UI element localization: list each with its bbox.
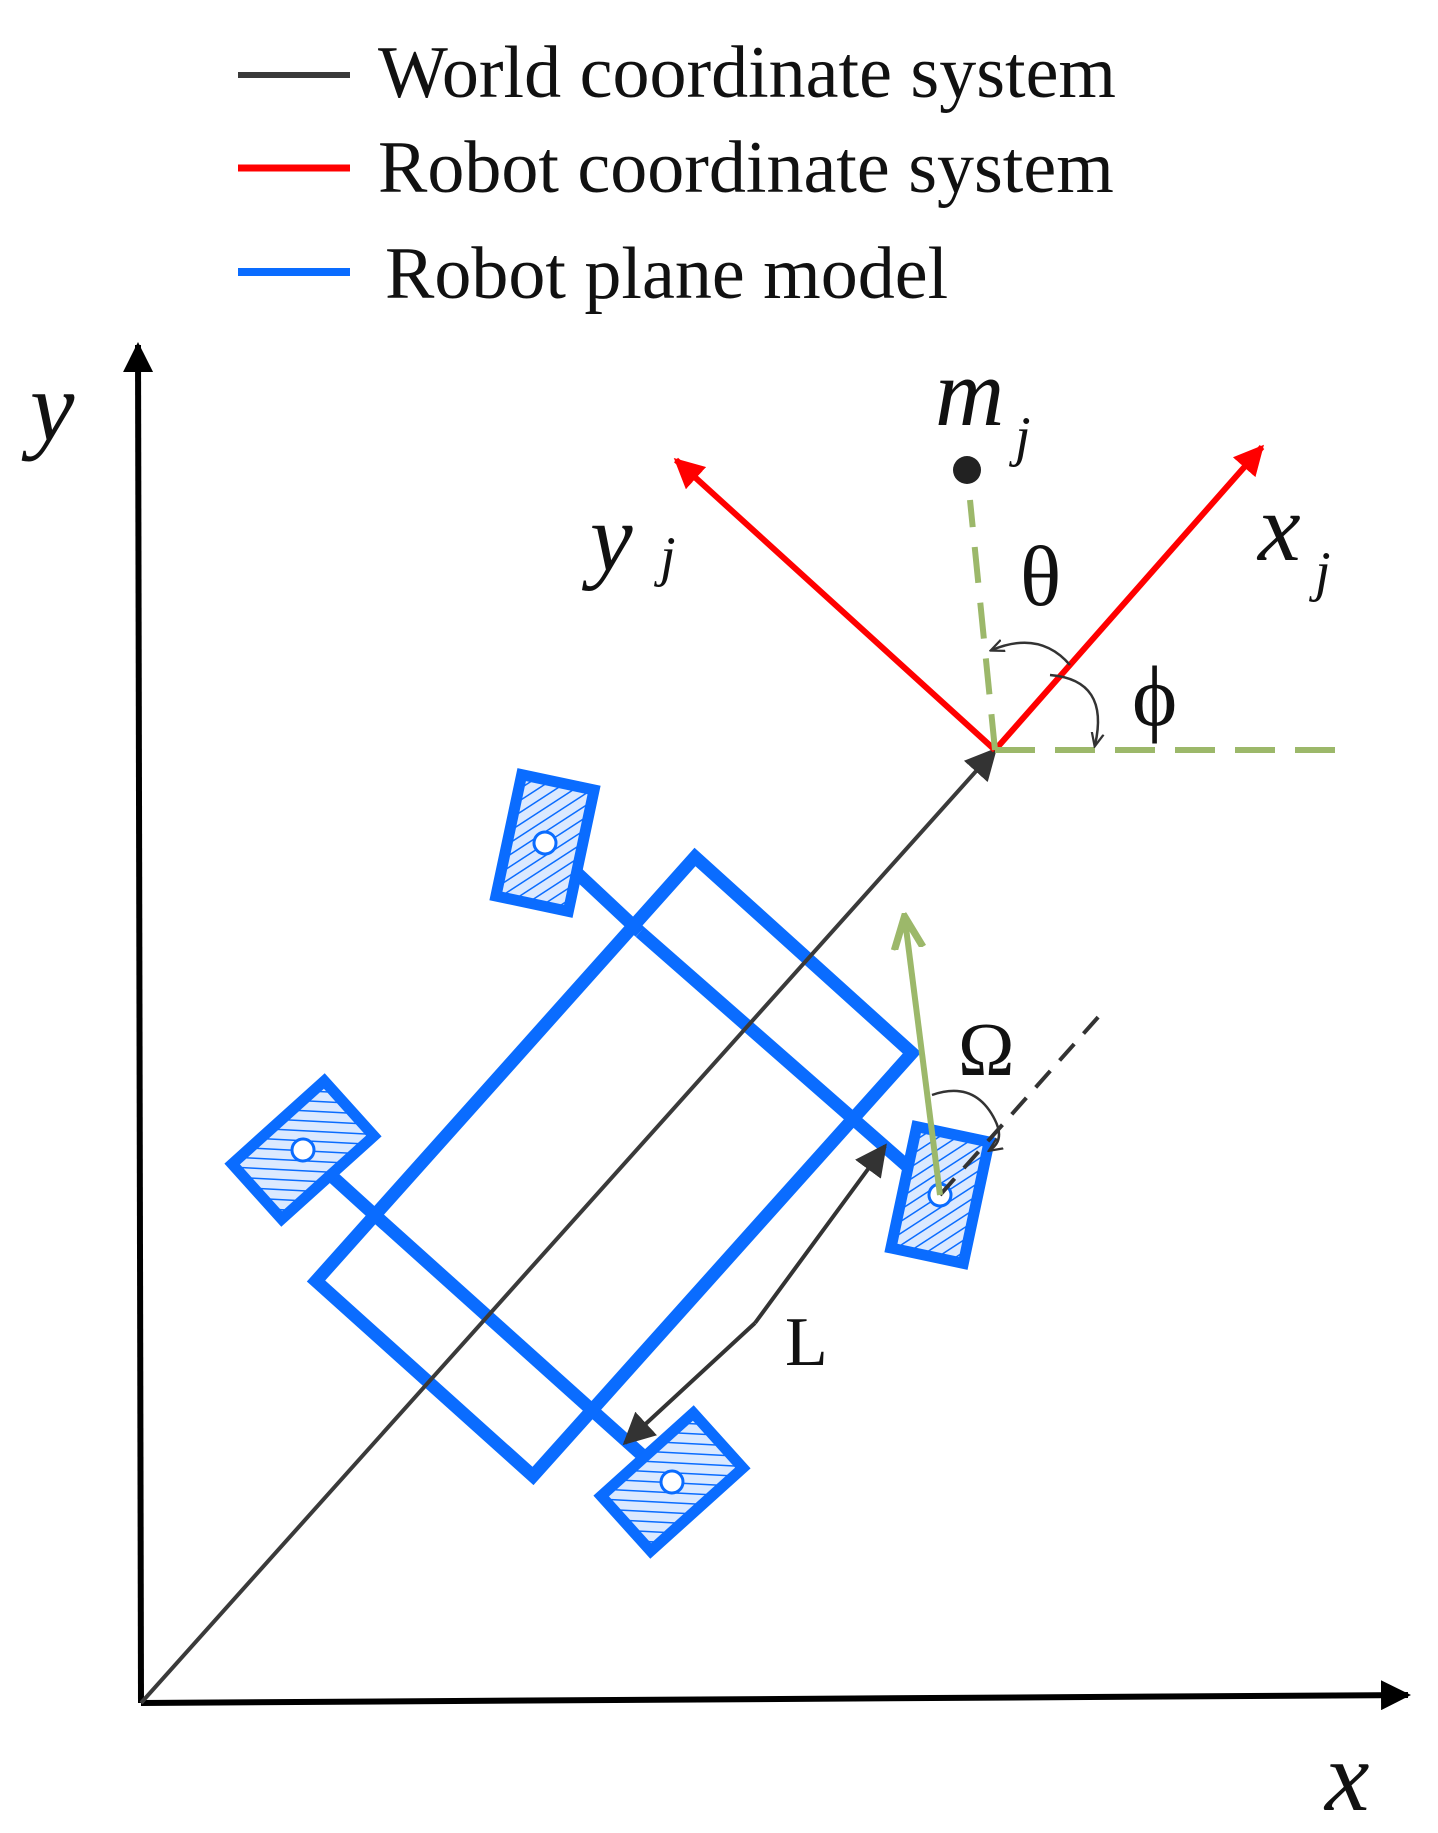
world-x-axis: [140, 1680, 1411, 1711]
robot-x-axis: [992, 444, 1265, 752]
legend-label-robot-axes: Robot coordinate system: [378, 127, 1114, 209]
robot-plane-model: [224, 768, 996, 1559]
robot-chassis: [306, 847, 922, 1486]
wheel-velocity-vector: [905, 920, 943, 1196]
phi-arc: [1049, 673, 1098, 745]
wheel-left: [224, 1073, 382, 1227]
landmark-sub: j: [1009, 406, 1031, 468]
theta-arc: [992, 643, 1071, 666]
wheel-hub-icon: [659, 1469, 685, 1495]
phi-label: ϕ: [1132, 648, 1177, 744]
world-y-axis: [123, 342, 154, 1704]
theta-label: θ: [1020, 528, 1061, 624]
landmark: m j: [935, 339, 1031, 484]
robot-y-axis: [673, 457, 998, 753]
legend-label-world: World coordinate system: [378, 32, 1116, 114]
legend-label-robot-model: Robot plane model: [385, 233, 948, 315]
length-label: L: [785, 1304, 828, 1381]
wheel-hub-icon: [532, 830, 558, 856]
landmark-label: m: [935, 339, 1004, 446]
steering-angle: Ω: [905, 920, 1102, 1197]
omega-arc: [931, 1089, 999, 1150]
robot-frame: x j y j: [581, 444, 1331, 753]
omega-label: Ω: [958, 1008, 1014, 1092]
length-arrow-back: [622, 1321, 757, 1446]
wheel-right: [884, 1120, 996, 1270]
landmark-bearing-dashed: [967, 499, 998, 751]
axle-middle: [635, 927, 945, 1200]
world-y-label: y: [21, 351, 75, 462]
world-x-label: x: [1323, 1721, 1369, 1832]
length-arrow-forward: [753, 1143, 887, 1325]
legend-item-robot-axes: Robot coordinate system: [238, 127, 1114, 209]
wheel-direction-dashed: [938, 1013, 1102, 1197]
legend: World coordinate system Robot coordinate…: [238, 32, 1116, 315]
wheel-top-left: [489, 768, 601, 918]
landmark-point: [953, 456, 981, 484]
length-dimension: L: [622, 1143, 887, 1446]
position-vector: [139, 747, 998, 1705]
robot-x-sub: j: [1309, 541, 1331, 603]
robot-y-label: y: [581, 484, 633, 591]
robot-y-sub: j: [654, 526, 676, 588]
legend-item-world: World coordinate system: [238, 32, 1116, 114]
world-axes: y x: [21, 342, 1411, 1832]
robot-x-label: x: [1256, 474, 1301, 581]
legend-item-robot-model: Robot plane model: [238, 233, 948, 315]
wheel-hub-icon: [290, 1137, 316, 1163]
angle-guides: θ ϕ: [967, 499, 1350, 753]
wheel-bottom: [593, 1405, 751, 1559]
